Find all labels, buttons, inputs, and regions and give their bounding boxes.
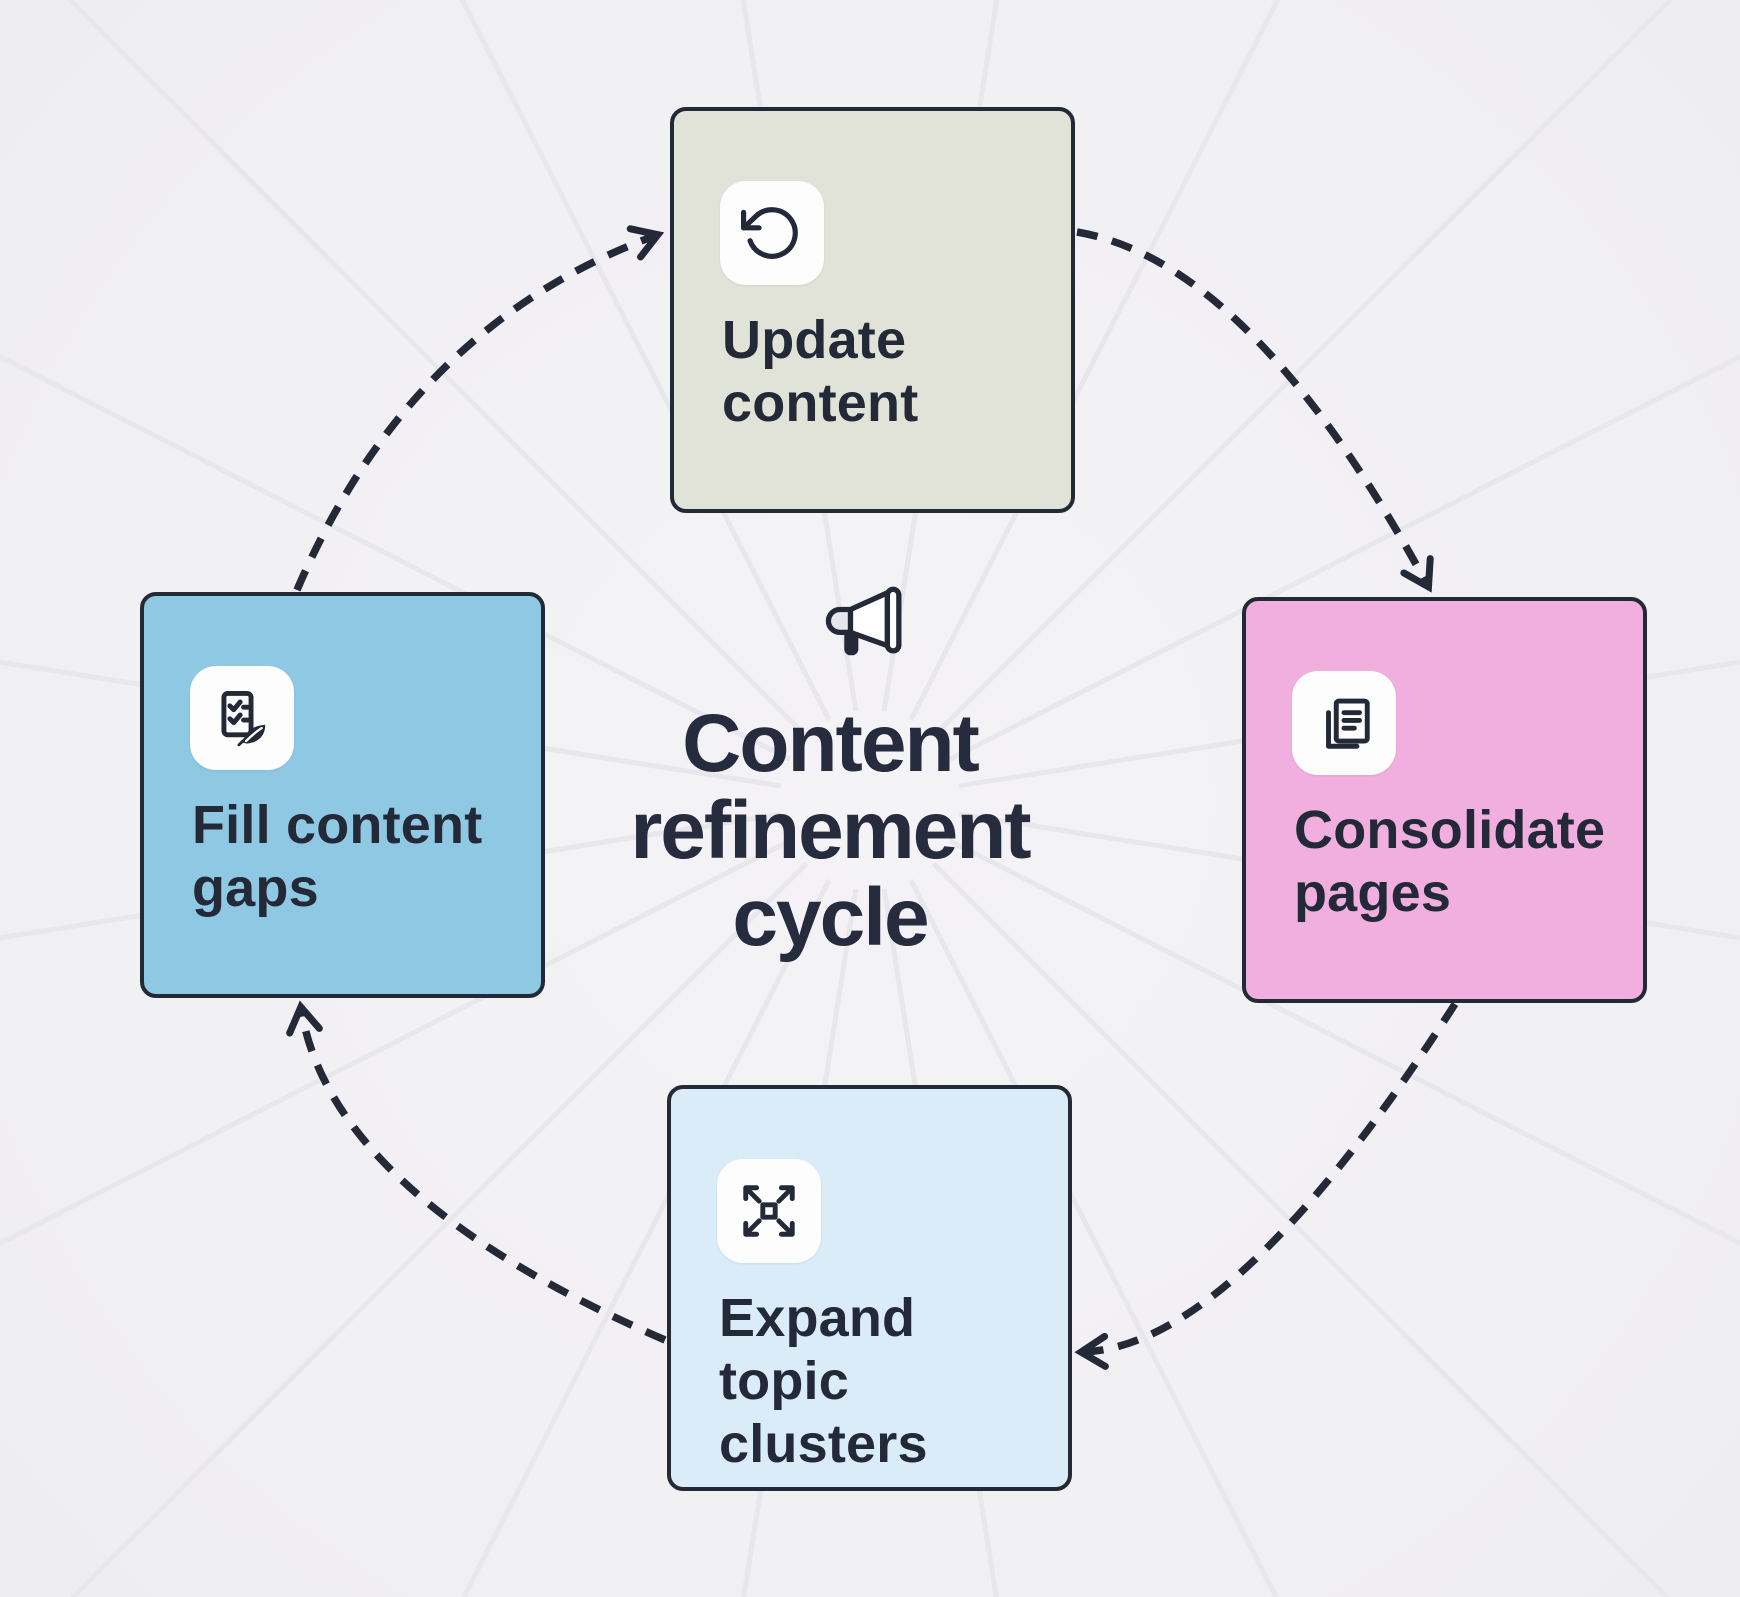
checklist-quill-icon: [221, 691, 266, 747]
node-consolidate-pages: Consolidate pages: [1242, 597, 1647, 1003]
rotate-ccw-icon: [741, 207, 798, 259]
arrow-top-to-right: [1076, 228, 1434, 593]
arrow-left-to-top: [293, 225, 665, 592]
node-label: Fill content gaps: [192, 795, 483, 919]
icon-tile: [720, 181, 824, 285]
expand-arrows-icon: [743, 1185, 795, 1237]
node-label: Consolidate pages: [1294, 800, 1606, 924]
icon-tile: [190, 666, 294, 770]
icon-tile: [1292, 671, 1396, 775]
icon-tile: [717, 1159, 821, 1263]
arrow-right-to-bottom: [1074, 1001, 1459, 1370]
diagram-title: Content refinement cycle: [630, 698, 1031, 963]
node-label: Expand topic clusters: [719, 1288, 928, 1475]
stacked-pages-icon: [1326, 698, 1370, 749]
node-update-content: Update content: [670, 107, 1075, 513]
node-label: Update content: [722, 310, 919, 434]
arrow-bottom-to-left: [286, 1000, 667, 1344]
node-fill-content-gaps: Fill content gaps: [140, 592, 545, 998]
node-expand-topic-clusters: Expand topic clusters: [667, 1085, 1072, 1491]
megaphone-icon: [825, 586, 902, 656]
